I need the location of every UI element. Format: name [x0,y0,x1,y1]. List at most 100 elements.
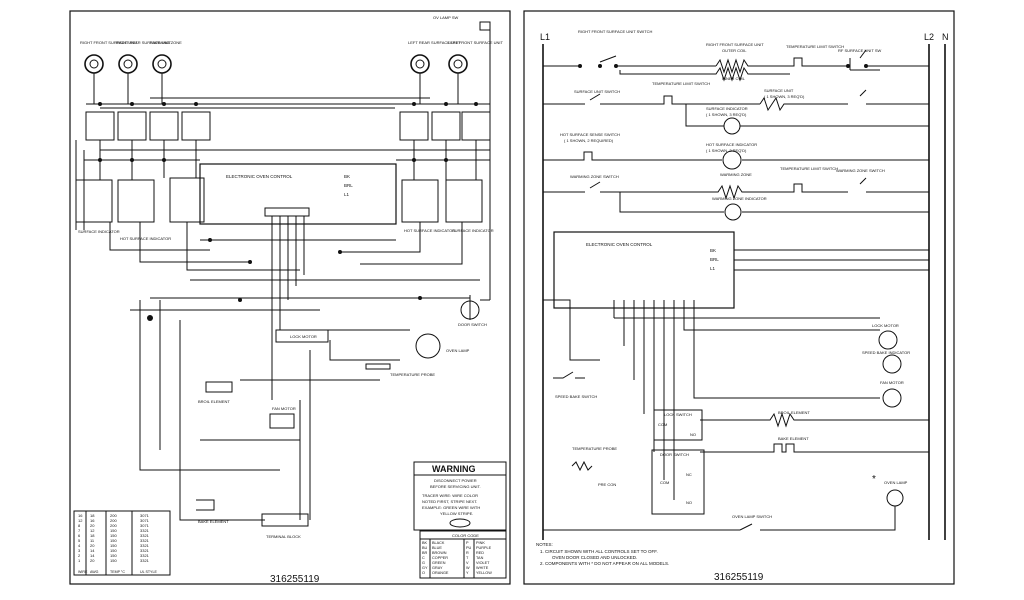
wzsw2-label: WARMING ZONE SWITCH [836,168,885,173]
doorsw-no: NO [686,500,692,505]
color-code-cell: BLACK [432,541,445,545]
color-code-title: COLOR CODE [452,533,479,538]
left-lock-motor [275,329,329,343]
wire-table-cell: 14 [90,548,95,553]
right-panel-border [523,10,955,585]
fan-motor [882,388,902,408]
surfind-right-label: SURFACE INDICATOR [706,106,748,111]
oven-lamp [886,489,904,507]
hsi-label: HOT SURFACE INDICATOR [706,142,757,147]
warning-l4: NOTED FIRST, STRIPE NEXT. [422,499,477,504]
surfind2-label: SURFACE INDICATOR [452,228,494,233]
wire-table-cell: 200 [110,513,117,518]
left-connector-dots [98,102,478,321]
wire-table-cell: 3071 [140,513,150,518]
surface-unit-lf: LEFT FRONT SURFACE UNIT [448,40,504,74]
wire-table-cell: 16 [90,518,95,523]
color-code-cell: GREEN [432,561,446,565]
bake-right-label: BAKE ELEMENT [778,436,809,441]
wz-label: WARMING ZONE [720,172,752,177]
row-warming-circuit [543,177,929,213]
oven-lamp-wire [543,506,896,531]
locksw-no: NO [690,432,696,437]
wire-table-cell: 1 [78,558,81,563]
wire-table-cell: 3071 [140,523,150,528]
wire-table-cell: 3321 [140,538,150,543]
rr-label: RIGHT REAR SURFACE UNIT [116,40,172,45]
color-code-cell: R [466,551,469,555]
ovenlamp-star: * [872,474,876,485]
warning-l5: EXAMPLE: GREEN WIRE WITH [422,505,480,510]
shown3-label: ( 1 SHOWN, 3 REQ'D) [764,94,805,99]
warming-zone-indicator-lamp [724,203,742,221]
left-temp-probe [365,363,391,370]
row-surface-circuit [543,89,929,127]
surfind-label: SURFACE INDICATOR [78,229,120,234]
temp-probe-symbol [571,460,593,472]
warning-box: WARNING DISCONNECT POWER BEFORE SERVICIN… [413,461,507,531]
outer-coil-label: OUTER COIL [722,48,747,53]
color-code-cell: PINK [476,541,485,545]
left-pictorial-panel: RIGHT FRONT SURFACE UNIT RIGHT REAR SURF… [69,10,511,585]
switch-block-1 [85,111,115,141]
surfunit-label: SURFACE UNIT [764,88,794,93]
color-code-cell: GY [422,566,428,570]
oven-lamp-switch [739,523,753,531]
left-eoc-label: ELECTRONIC OVEN CONTROL [226,174,293,179]
wire-table-cell: 11 [90,538,95,543]
wire-table-cell: 150 [110,528,117,533]
color-code-cell: BU [422,546,428,550]
warm-label: WARMING ZONE [150,40,182,45]
color-code-cell: GRAY [432,566,443,570]
left-harness [75,30,491,521]
speedbakesw-label: SPEED BAKE SWITCH [555,394,597,399]
wire-table-cell: 3321 [140,548,150,553]
left-fan-motor [269,413,295,429]
wzind-label: WARMING ZONE INDICATOR [712,196,767,201]
wire-table-cell: 3321 [140,558,150,563]
color-code-cell: BK [422,541,428,545]
wire-table-cell: 12 [78,518,83,523]
color-code-cell: ORANGE [432,571,449,575]
switch-block-7 [461,111,491,141]
wire-table-cell: 6 [78,533,81,538]
indicator-left-3 [169,177,205,223]
hotsurf-label: HOT SURFACE INDICATOR [120,236,171,241]
left-broil-label: BROIL ELEMENT [198,399,230,404]
wire-table-cell: 18 [90,513,95,518]
precon-label: PRE CON [598,482,616,487]
tracer-wire-example [449,518,471,528]
wire-table-cell: 2 [78,553,81,558]
shown2b-label: ( 1 SHOWN, 2 REQ'D) [706,148,747,153]
wire-table-cell: 18 [90,533,95,538]
wire-table-cell: 8 [78,523,81,528]
hotsurf2-label: HOT SURFACE INDICATOR [404,228,455,233]
left-terminal-label: TERMINAL BLOCK [266,534,301,539]
wire-table-cell: 14 [90,553,95,558]
color-code-cell: BR [422,551,428,555]
left-part-number: 316255119 [270,574,320,585]
rf-label: RIGHT FRONT SURFACE UNIT [80,40,138,45]
speedbakeind-label: SPEED BAKE INDICATOR [862,350,910,355]
left-oven-lamp [415,333,441,359]
color-code-cell: V [466,561,469,565]
wire-table-cell: 3321 [140,533,150,538]
wire-table-cell: 3321 [140,543,150,548]
rfsw-label: RIGHT FRONT SURFACE UNIT SWITCH [578,29,653,34]
row-hot-surface-circuit [543,151,929,161]
row-rf-circuit [543,49,929,82]
shown2-label: ( 1 SHOWN, 2 REQUIRED) [564,138,614,143]
color-code-cell: PU [466,546,472,550]
wire-table-cell: 150 [110,558,117,563]
left-doorsw-label: DOOR SWITCH [458,322,487,327]
rfunit-label: RIGHT FRONT SURFACE UNIT [706,42,764,47]
left-brl: BRL [344,183,353,188]
wire-table-cell: 20 [90,543,95,548]
wire-table-header: AWG [90,570,99,574]
right-bk: BK [710,248,716,253]
wire-table-cell: 5 [78,538,81,543]
wire-table-cell: 16 [78,513,83,518]
